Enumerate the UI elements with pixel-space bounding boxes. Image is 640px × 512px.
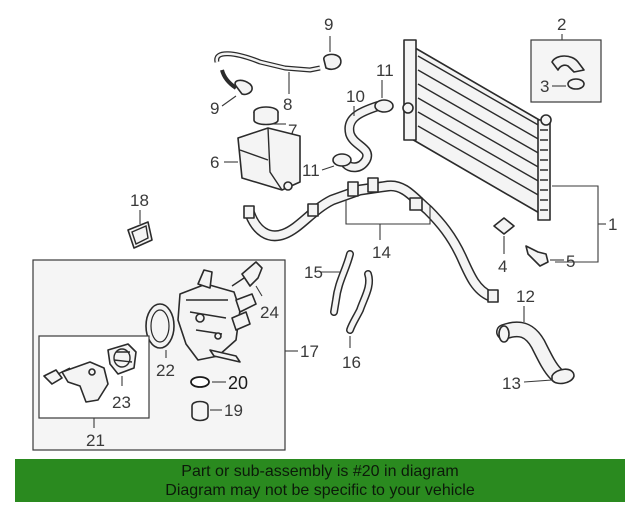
- leader-14: [345, 200, 431, 225]
- callout-4: 4: [498, 257, 507, 276]
- callout-12: 12: [516, 287, 535, 306]
- hose-clamp-9b: [323, 53, 342, 71]
- thermostat-cover: [61, 361, 109, 403]
- o-ring-20: [190, 376, 210, 388]
- part-notice-banner: Part or sub-assembly is #20 in diagram D…: [15, 459, 625, 502]
- housing-bolt: [43, 369, 63, 385]
- leader-11b: [321, 165, 335, 171]
- callout-3: 3: [540, 77, 549, 96]
- hose-clamp-11b: [332, 153, 352, 167]
- callout-9b: 9: [324, 15, 333, 34]
- hose-clamp-13: [551, 368, 575, 385]
- leader-9a: [221, 95, 237, 107]
- upper-radiator-hose: [342, 102, 382, 171]
- leader-13: [523, 379, 553, 383]
- callout-14: 14: [372, 243, 391, 262]
- washer-part-3: [567, 78, 585, 90]
- callout-18: 18: [130, 191, 149, 210]
- plug-19: [191, 400, 209, 422]
- callout-11b: 11: [302, 161, 320, 180]
- callout-20: 20: [228, 373, 248, 393]
- leader-24: [255, 285, 263, 297]
- callout-10: 10: [346, 87, 365, 106]
- bypass-hose-15: [331, 251, 353, 315]
- callout-19: 19: [224, 401, 243, 420]
- parts-diagram: 1 2 3 9 8 9 7 6 10 11 11 14 4: [32, 15, 617, 451]
- callout-22: 22: [156, 361, 175, 380]
- callout-9a: 9: [210, 99, 219, 118]
- hose-clamp-11a: [374, 99, 394, 113]
- temperature-sensor-24: [241, 261, 263, 287]
- callout-15: 15: [304, 263, 323, 282]
- overflow-hose: [215, 52, 321, 72]
- banner-line-2: Diagram may not be specific to your vehi…: [165, 482, 475, 499]
- banner-line-1: Part or sub-assembly is #20 in diagram: [181, 463, 459, 480]
- callout-13: 13: [502, 374, 521, 393]
- callout-1: 1: [608, 215, 617, 234]
- gasket-18: [127, 221, 153, 249]
- lower-hose-assembly: [246, 181, 494, 300]
- callout-11a: 11: [376, 61, 394, 80]
- reservoir-cap: [253, 112, 279, 126]
- callout-8: 8: [283, 95, 292, 114]
- hose-clamp-9a: [234, 79, 253, 96]
- radiator: [402, 39, 552, 221]
- callout-21: 21: [86, 431, 105, 450]
- clip-part-2: [551, 55, 585, 73]
- heater-hose-12: [497, 322, 563, 381]
- thermostat-housing: [177, 283, 241, 361]
- drain-plug: [525, 245, 549, 267]
- callout-5: 5: [566, 252, 575, 271]
- leader-radiator: [552, 185, 599, 263]
- callout-23: 23: [112, 393, 131, 412]
- callout-17: 17: [300, 342, 319, 361]
- callout-24: 24: [260, 303, 279, 322]
- callout-7: 7: [288, 121, 297, 140]
- bypass-hose-16: [347, 271, 372, 333]
- callout-2: 2: [557, 15, 566, 34]
- cap-set-box: [530, 39, 602, 103]
- callout-6: 6: [210, 153, 219, 172]
- callout-16: 16: [342, 353, 361, 372]
- bolt-4: [493, 217, 515, 235]
